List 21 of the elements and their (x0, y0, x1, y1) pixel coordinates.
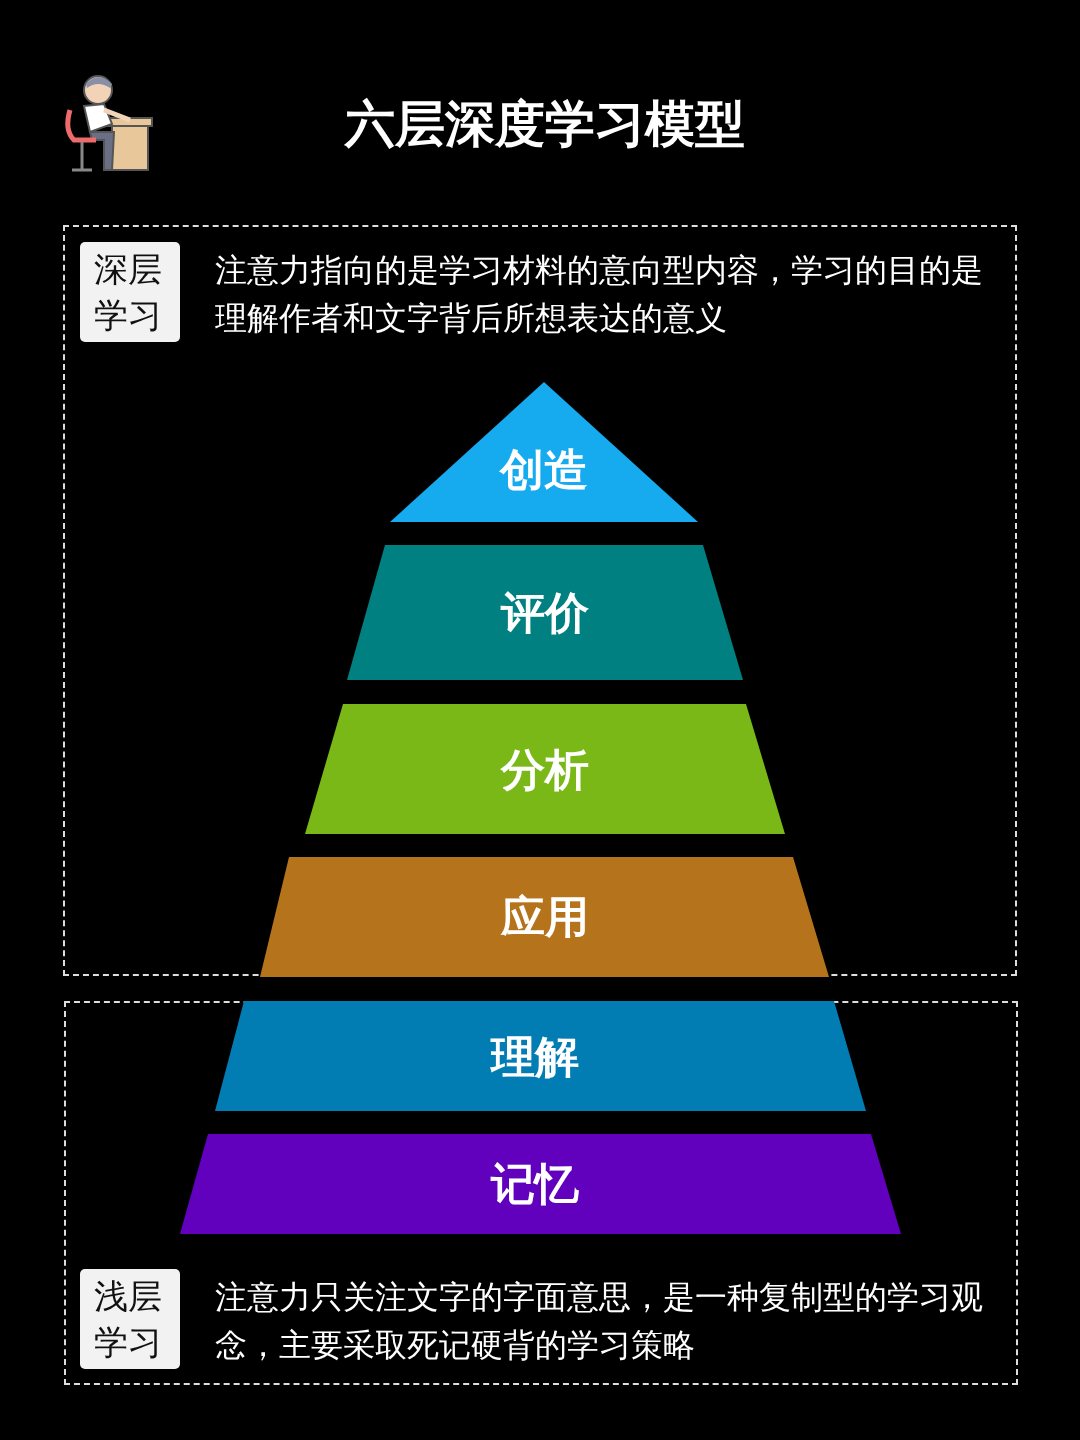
description-text: 注意力只关注文字的字面意思，是一种复制型的学习观念，主要采取死记硬背的学习策略 (215, 1277, 984, 1366)
dashed-panel (64, 1001, 1018, 1385)
tag-card (80, 242, 180, 342)
description-text: 注意力指向的是学习材料的意向型内容，学习的目的是理解作者和文字背后所想表达的意义 (215, 250, 984, 339)
layer-label: 理解 (489, 1031, 580, 1083)
pyramid-layer (260, 857, 829, 977)
pyramid-layer (215, 1001, 866, 1111)
tag-card (80, 1269, 180, 1369)
layer-label: 应用 (499, 891, 590, 943)
layer-label: 创造 (498, 444, 589, 496)
tag-label: 浅层学习 (94, 1275, 163, 1364)
dashed-panel (63, 225, 1017, 976)
title: 六层深度学习模型 (343, 93, 746, 155)
layer-label: 记忆 (489, 1158, 580, 1210)
pyramid-layer (347, 545, 743, 680)
pyramid-layer (390, 382, 698, 522)
layer-label: 分析 (499, 744, 590, 796)
pyramid-layer (180, 1134, 901, 1234)
layer-label: 评价 (499, 587, 590, 639)
tag-label: 深层学习 (94, 248, 163, 337)
pyramid-layer (305, 704, 785, 834)
